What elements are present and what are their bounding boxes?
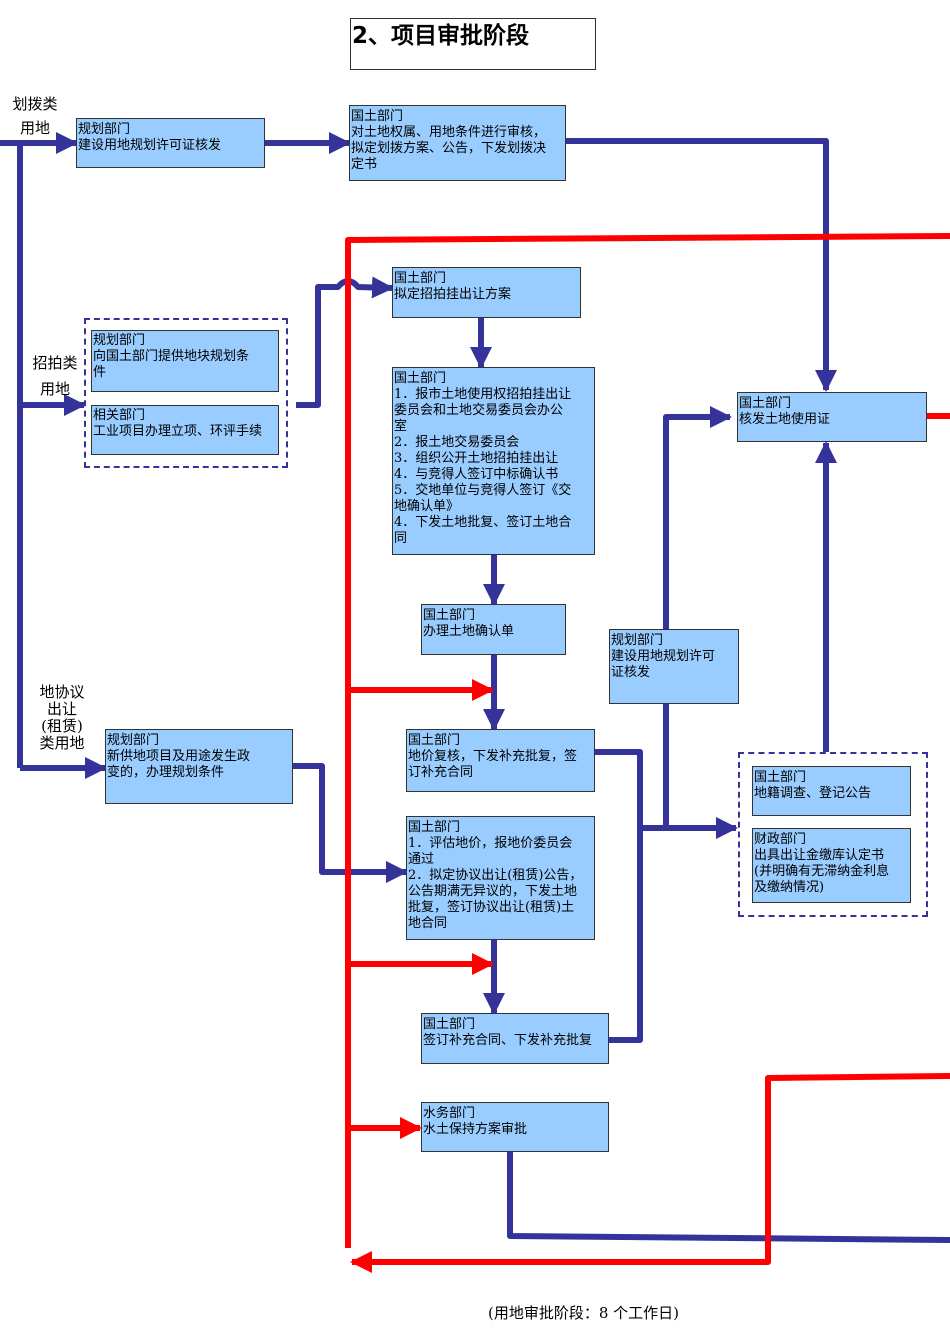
box-text-line: 变的，办理规划条件: [107, 765, 225, 780]
box-text-line: 通过: [408, 852, 435, 867]
box-text-line: 订补充合同: [408, 765, 474, 780]
dept-label: 国土部门: [408, 820, 461, 835]
label-auction-line: 用地: [39, 380, 70, 398]
dept-label: 相关部门: [93, 408, 146, 423]
box-text-line: 2．拟定协议出让(租赁)公告，: [408, 868, 583, 883]
box-text-line: 拟定招拍挂出让方案: [394, 287, 512, 302]
label-auction-land: 招拍类 用地: [26, 350, 84, 402]
box-cadastral: 国土部门 地籍调查、登记公告: [752, 766, 911, 816]
box-text-line: 证核发: [611, 665, 651, 680]
box-land-certificate: 国土部门 核发土地使用证: [737, 392, 927, 442]
box-related-dept: 相关部门 工业项目办理立项、环评手续: [91, 405, 279, 455]
box-text-line: 拟定划拨方案、公告，下发划拨决: [351, 141, 547, 156]
dept-label: 规划部门: [93, 333, 146, 348]
dept-label: 财政部门: [754, 832, 807, 847]
box-land-auction-plan: 国土部门 拟定招拍挂出让方案: [392, 267, 581, 318]
box-text-line: 建设用地规划许可: [611, 649, 716, 664]
box-text-line: 新供地项目及用途发生政: [107, 749, 251, 764]
line-water-exit: [507, 1152, 950, 1243]
dept-label: 水务部门: [423, 1106, 476, 1121]
box-text-line: 工业项目办理立项、环评手续: [93, 424, 263, 439]
box-text-line: 办理土地确认单: [423, 624, 515, 639]
box-text-line: 4．与竞得人签订中标确认书: [394, 467, 559, 482]
dept-label: 国土部门: [394, 271, 447, 286]
box-land-auction-steps: 国土部门 1．报市土地使用权招拍挂出让 委员会和土地交易委员会办公 室 2．报土…: [392, 367, 595, 555]
line-review-to-merge: [594, 749, 643, 1043]
dept-label: 国土部门: [394, 371, 447, 386]
box-text-line: 建设用地规划许可证核发: [78, 138, 222, 153]
box-land-supplement: 国土部门 签订补充合同、下发补充批复: [421, 1013, 609, 1064]
box-text-line: 地确认单》: [394, 499, 460, 514]
box-plan-new-supply: 规划部门 新供地项目及用途发生政 变的，办理规划条件: [105, 729, 293, 804]
box-text-line: 委员会和土地交易委员会办公: [394, 403, 564, 418]
label-agreement-line: 类用地: [39, 734, 85, 752]
box-text-line: 定书: [351, 157, 378, 172]
box-plan-permit: 规划部门 建设用地规划许可 证核发: [609, 629, 739, 704]
box-text-line: 件: [93, 365, 107, 380]
cadastral-finance-group: [738, 752, 928, 917]
label-auction-line: 招拍类: [32, 354, 78, 372]
box-text-line: 及缴纳情况): [754, 880, 825, 895]
box-plan-conditions: 规划部门 向国土部门提供地块规划条 件: [91, 330, 279, 392]
label-agreement-land: 地协议 出让 (租赁) 类用地: [32, 684, 92, 752]
box-finance: 财政部门 出具出让金缴库认定书 (并明确有无滞纳金利息 及缴纳情况): [752, 828, 911, 903]
box-text-line: 地合同: [408, 916, 448, 931]
dept-label: 国土部门: [754, 770, 807, 785]
box-text-line: 室: [394, 419, 408, 434]
box-text-line: 签订补充合同、下发补充批复: [423, 1033, 593, 1048]
box-water: 水务部门 水土保持方案审批: [421, 1102, 609, 1152]
box-land-price-review: 国土部门 地价复核，下发补充批复，签 订补充合同: [406, 729, 595, 792]
box-text-line: 4．下发土地批复、签订土地合: [394, 515, 572, 530]
label-agreement-line: (租赁): [41, 717, 83, 735]
arrow-land-allocation-to-certificate: [566, 138, 837, 392]
box-text-line: 5．交地单位与竞得人签订《交: [394, 483, 572, 498]
arrow-new-supply-to-agreement: [293, 763, 408, 883]
box-text-line: 批复，签订协议出让(租赁)土: [408, 900, 575, 915]
dept-label: 国土部门: [423, 1017, 476, 1032]
label-allocation-land: 划拨类 用地: [6, 92, 64, 140]
dept-label: 规划部门: [611, 633, 664, 648]
dept-label: 规划部门: [78, 122, 131, 137]
box-text-line: (并明确有无滞纳金利息: [754, 864, 890, 879]
box-land-allocation: 国土部门 对土地权属、用地条件进行审核， 拟定划拨方案、公告，下发划拨决 定书: [349, 105, 566, 181]
box-text-line: 出具出让金缴库认定书: [754, 848, 885, 863]
label-agreement-line: 出让: [46, 700, 77, 718]
box-text-line: 向国土部门提供地块规划条: [93, 349, 250, 364]
dept-label: 规划部门: [107, 733, 160, 748]
box-text-line: 对土地权属、用地条件进行审核，: [351, 125, 547, 140]
arrow-permit-to-certificate: [663, 406, 732, 828]
box-text-line: 1．评估地价，报地价委员会: [408, 836, 573, 851]
box-plan-allocation: 规划部门 建设用地规划许可证核发: [76, 118, 265, 168]
box-text-line: 水土保持方案审批: [423, 1122, 528, 1137]
dept-label: 国土部门: [351, 109, 404, 124]
box-land-agreement: 国土部门 1．评估地价，报地价委员会 通过 2．拟定协议出让(租赁)公告， 公告…: [406, 816, 595, 940]
box-land-confirm: 国土部门 办理土地确认单: [421, 604, 566, 655]
planning-related-group: [84, 318, 288, 468]
dept-label: 国土部门: [408, 733, 461, 748]
label-allocation-line: 用地: [19, 119, 50, 137]
box-text-line: 同: [394, 531, 408, 546]
label-agreement-line: 地协议: [39, 683, 85, 701]
red-top-line: [345, 233, 950, 1248]
box-text-line: 3．组织公开土地招拍挂出让: [394, 451, 559, 466]
red-return-line: [350, 1073, 950, 1273]
dept-label: 国土部门: [423, 608, 476, 623]
box-text-line: 2．报土地交易委员会: [394, 435, 520, 450]
arrow-group-to-auction-plan: [296, 276, 394, 408]
page-title: 2、项目审批阶段: [350, 18, 596, 70]
box-text-line: 地籍调查、登记公告: [754, 786, 872, 801]
dept-label: 国土部门: [739, 396, 792, 411]
box-text-line: 核发土地使用证: [739, 412, 831, 427]
footer-note: (用地审批阶段：8 个工作日): [488, 1304, 680, 1322]
label-allocation-line: 划拨类: [12, 95, 58, 113]
box-text-line: 地价复核，下发补充批复，签: [408, 749, 578, 764]
box-text-line: 公告期满无异议的，下发土地: [408, 884, 578, 899]
box-text-line: 1．报市土地使用权招拍挂出让: [394, 387, 572, 402]
